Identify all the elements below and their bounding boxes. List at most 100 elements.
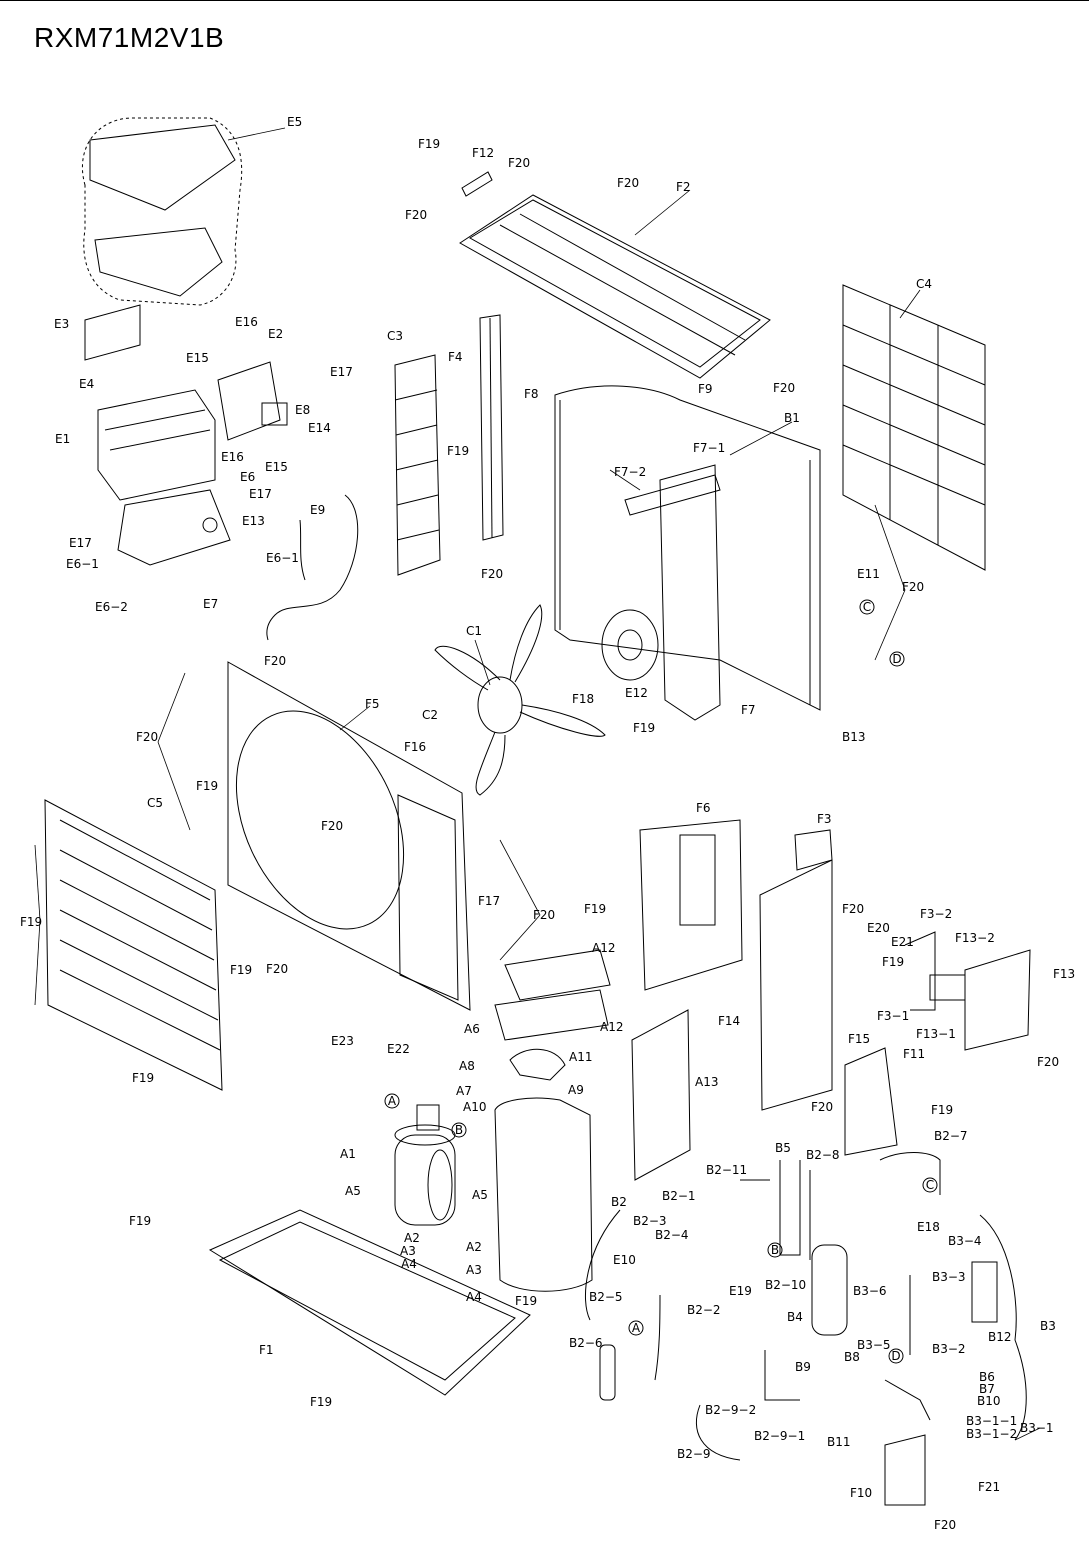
- connector-d-1: [889, 651, 905, 667]
- top-border-line: [0, 0, 1089, 1]
- label-b4: B4: [787, 1310, 803, 1324]
- label-f3-2: F3−2: [920, 907, 952, 921]
- label-f20: F20: [266, 962, 288, 976]
- connector-markers: [384, 599, 938, 1364]
- label-e20: E20: [867, 921, 890, 935]
- connector-c-2: [859, 599, 875, 615]
- label-e22: E22: [387, 1042, 410, 1056]
- label-e18: E18: [917, 1220, 940, 1234]
- connector-c-2-label: C: [863, 600, 871, 614]
- connector-d-2-label: D: [891, 1349, 900, 1363]
- label-f4: F4: [448, 350, 463, 364]
- label-f19: F19: [196, 779, 218, 793]
- label-f20: F20: [1037, 1055, 1059, 1069]
- label-b3-4: B3−4: [948, 1234, 982, 1248]
- label-b2-9: B2−9: [677, 1447, 711, 1461]
- label-e16: E16: [235, 315, 258, 329]
- part-f4-column: [479, 314, 504, 541]
- label-e1: E1: [55, 432, 70, 446]
- part-f2-top-panel: [459, 194, 771, 379]
- bracket-b2: [585, 1209, 621, 1321]
- label-e21: E21: [891, 935, 914, 949]
- label-b3-3: B3−3: [932, 1270, 966, 1284]
- connector-a-1-label: A: [388, 1094, 397, 1108]
- label-e17: E17: [69, 536, 92, 550]
- label-b6: B6: [979, 1370, 995, 1384]
- label-f18: F18: [572, 692, 594, 706]
- label-a6: A6: [464, 1022, 480, 1036]
- connector-letters: A B A B C C D D: [388, 600, 934, 1363]
- label-e17: E17: [330, 365, 353, 379]
- label-f20: F20: [934, 1518, 956, 1532]
- label-b2-9-1: B2−9−1: [754, 1429, 805, 1443]
- label-a11: A11: [569, 1050, 592, 1064]
- label-f7: F7: [741, 703, 756, 717]
- part-f6-partition: [639, 819, 743, 991]
- bracket-b3: [979, 1214, 1027, 1441]
- label-e5: E5: [287, 115, 302, 129]
- label-c1: C1: [466, 624, 482, 638]
- label-c3: C3: [387, 329, 403, 343]
- label-e23: E23: [331, 1034, 354, 1048]
- label-f19: F19: [20, 915, 42, 929]
- connector-b-1: [451, 1122, 467, 1138]
- connector-c-1: [922, 1177, 938, 1193]
- label-f20: F20: [533, 908, 555, 922]
- label-f8: F8: [524, 387, 539, 401]
- label-b2-2: B2−2: [687, 1303, 721, 1317]
- label-e15: E15: [265, 460, 288, 474]
- label-e9: E9: [310, 503, 325, 517]
- connector-b-2-label: B: [771, 1243, 779, 1257]
- part-e5-insulation: [81, 117, 243, 306]
- label-b2: B2: [611, 1195, 627, 1209]
- label-e3: E3: [54, 317, 69, 331]
- label-a12: A12: [600, 1020, 623, 1034]
- label-e6-2: E6−2: [95, 600, 128, 614]
- part-c4-rear-guard: [842, 284, 986, 571]
- label-a12: A12: [592, 941, 615, 955]
- label-e13: E13: [242, 514, 265, 528]
- label-f11: F11: [903, 1047, 925, 1061]
- connector-a-2-label: A: [632, 1321, 641, 1335]
- label-f20: F20: [405, 208, 427, 222]
- label-b2-9-2: B2−9−2: [705, 1403, 756, 1417]
- label-f1: F1: [259, 1343, 274, 1357]
- label-f7-1: F7−1: [693, 441, 725, 455]
- label-a3: A3: [400, 1244, 416, 1258]
- label-e11: E11: [857, 567, 880, 581]
- label-e16: E16: [221, 450, 244, 464]
- label-e19: E19: [729, 1284, 752, 1298]
- label-f20: F20: [617, 176, 639, 190]
- connector-d-2: [888, 1348, 904, 1364]
- label-b2-5: B2−5: [589, 1290, 623, 1304]
- label-b2-11: B2−11: [706, 1163, 747, 1177]
- label-f9: F9: [698, 382, 713, 396]
- part-b4-accumulator: [811, 1244, 848, 1336]
- label-f19: F19: [882, 955, 904, 969]
- part-e6-pcb: [117, 489, 231, 566]
- part-a13-insulation: [631, 1009, 691, 1181]
- label-b8: B8: [844, 1350, 860, 1364]
- label-f12: F12: [472, 146, 494, 160]
- connector-b-2: [767, 1242, 783, 1258]
- label-a4: A4: [466, 1290, 482, 1304]
- part-f12-handle: [461, 171, 493, 197]
- label-a1: A1: [340, 1147, 356, 1161]
- label-e7: E7: [203, 597, 218, 611]
- label-f14: F14: [718, 1014, 740, 1028]
- bracket-b2-9: [695, 1404, 741, 1461]
- label-b3-1-2: B3−1−2: [966, 1427, 1017, 1441]
- part-e1-control-box: [84, 304, 216, 501]
- label-f20: F20: [773, 381, 795, 395]
- label-f19: F19: [633, 721, 655, 735]
- label-b2-4: B2−4: [655, 1228, 689, 1242]
- label-f19: F19: [931, 1103, 953, 1117]
- label-f20: F20: [811, 1100, 833, 1114]
- part-b3-valves: [884, 1261, 998, 1421]
- part-e2-bracket: [217, 361, 288, 441]
- label-b3-6: B3−6: [853, 1284, 887, 1298]
- label-b5: B5: [775, 1141, 791, 1155]
- label-f10: F10: [850, 1486, 872, 1500]
- label-f13: F13: [1053, 967, 1075, 981]
